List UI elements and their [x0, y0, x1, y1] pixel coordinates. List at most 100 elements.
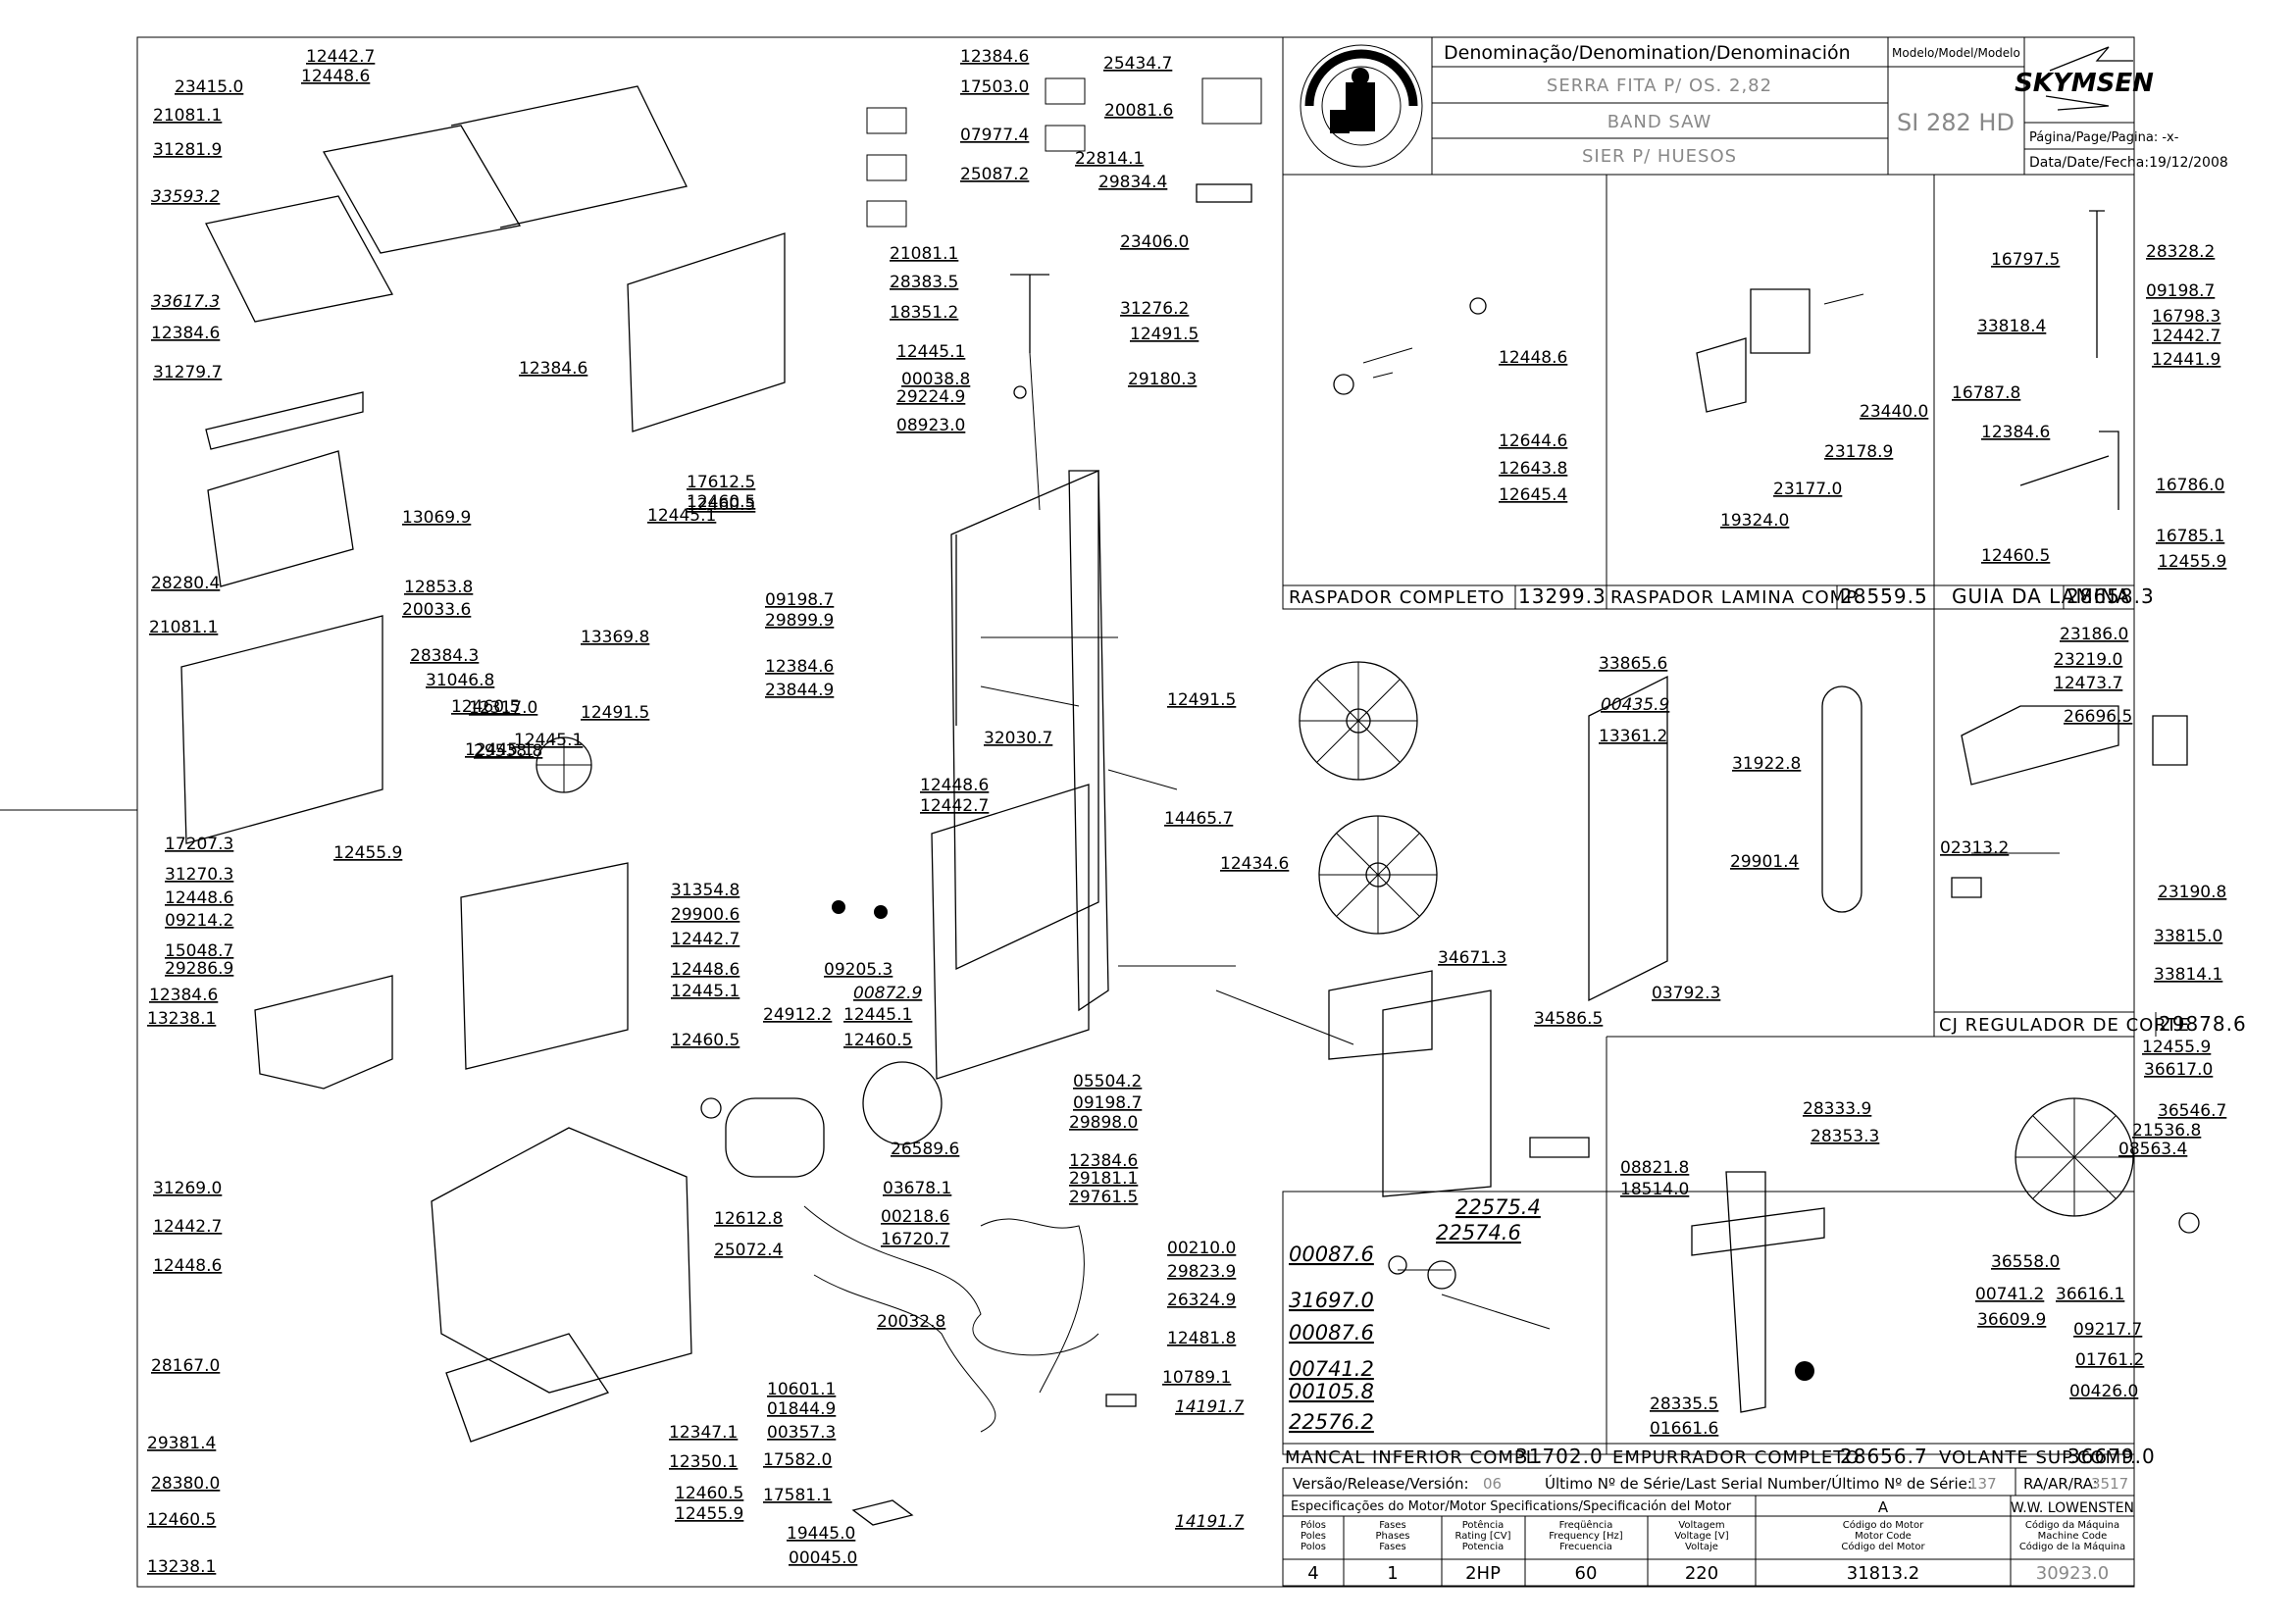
part-number-label: 09217.7	[2073, 1320, 2142, 1340]
part-number-label: 16786.0	[2156, 476, 2224, 495]
part-number-label: 23177.0	[1773, 480, 1842, 499]
machine-name-pt: SERRA FITA P/ OS. 2,82	[1547, 76, 1772, 96]
part-number-label: 31276.2	[1120, 299, 1189, 319]
subassembly-title-volante: VOLANTE SUP.COMP.	[1939, 1447, 2137, 1468]
drive-belt	[862, 1061, 943, 1145]
part-number-label: 00741.2	[1975, 1285, 2044, 1304]
part-number-label: 12455.9	[2158, 552, 2226, 572]
part-number-label: 20032.8	[877, 1312, 945, 1332]
spec-column-header: Código de la Máquina	[2019, 1541, 2125, 1552]
subassembly-title-empurrador: EMPURRADOR COMPLETO	[1612, 1447, 1860, 1468]
part-number-label: 01761.2	[2075, 1350, 2144, 1370]
part-number-label: 16798.3	[2152, 307, 2220, 327]
version-value: 06	[1483, 1475, 1502, 1493]
part-number-label: 23178.9	[1824, 442, 1893, 462]
part-number-label: 12491.5	[581, 703, 649, 723]
spec-column-header: Fases	[1379, 1542, 1406, 1552]
part-number-label: 12460.5	[843, 1031, 912, 1050]
page-label: Página/Page/Pagina: -x-	[2029, 130, 2179, 145]
subassembly-code-raspador-lamina: 28559.5	[1840, 584, 1928, 608]
spec-column-value: 31813.2	[1847, 1563, 1919, 1584]
part-number-label: 24912.2	[763, 1005, 832, 1025]
part-number-label: 09198.7	[1073, 1093, 1142, 1113]
part-number-label: 00357.3	[767, 1423, 836, 1443]
part-number-label: 29286.9	[165, 959, 233, 979]
sheet-frame	[136, 36, 2135, 1588]
spec-column-value: 220	[1685, 1563, 1718, 1584]
part-number-label: 21536.8	[2132, 1121, 2201, 1141]
brand-name: SKYMSEN	[2015, 69, 2154, 98]
part-number-label: 23844.9	[765, 681, 834, 700]
spec-column-header: Freqüência	[1559, 1519, 1613, 1531]
subassembly-title-mancal: MANCAL INFERIOR COMPL.	[1285, 1447, 1544, 1468]
subassembly-code-empurrador: 28656.7	[1840, 1445, 1928, 1468]
part-number-label: 12445.1	[671, 982, 740, 1001]
part-number-label: 29898.0	[1069, 1113, 1138, 1133]
part-number-label: 12491.5	[1130, 325, 1199, 344]
part-number-label: 07977.4	[960, 126, 1029, 145]
part-number-label: 29834.4	[1098, 173, 1167, 192]
part-number-label: 12448.6	[1499, 348, 1567, 368]
spec-column-header: Machine Code	[2038, 1531, 2108, 1542]
part-number-label: 15048.7	[165, 941, 233, 961]
part-number-label: 14191.7	[1175, 1512, 1244, 1532]
part-number-label: 36616.1	[2056, 1285, 2124, 1304]
part-number-label: 12644.6	[1499, 431, 1567, 451]
spec-column-header: Voltaje	[1685, 1542, 1718, 1552]
part-number-label: 12441.9	[2152, 350, 2220, 370]
saw-blade	[1821, 685, 1862, 913]
part-number-label: 28280.4	[151, 574, 220, 593]
part-number-label: 21081.1	[149, 618, 218, 637]
part-number-label: 10789.1	[1162, 1368, 1231, 1388]
part-number-label: 10601.1	[767, 1380, 836, 1399]
part-number-label: 33814.1	[2154, 965, 2222, 985]
part-number-label: 12448.6	[920, 776, 989, 795]
part-number-label: 12442.7	[153, 1217, 222, 1237]
spec-column-value: 4	[1307, 1563, 1318, 1584]
part-number-label: 12460.5	[451, 697, 520, 717]
part-number-label: 29761.5	[1069, 1188, 1138, 1207]
part-number-label: 25087.2	[960, 165, 1029, 184]
part-number-label: 12384.6	[960, 47, 1029, 67]
part-number-label: 18351.2	[890, 303, 958, 323]
part-number-label: 00426.0	[2069, 1382, 2138, 1401]
ra-value: 3517	[2091, 1475, 2128, 1493]
part-number-label: 12445.1	[514, 731, 583, 750]
part-number-label: 23440.0	[1860, 402, 1928, 422]
subassembly-title-raspador: RASPADOR COMPLETO	[1289, 587, 1505, 608]
part-number-label: 29180.3	[1128, 370, 1197, 389]
motor-spec-label: Especificações do Motor/Motor Specificat…	[1291, 1499, 1732, 1514]
spec-column-header: Código da Máquina	[2025, 1519, 2119, 1531]
serial-value: 137	[1968, 1475, 1997, 1493]
part-number-label: 00872.9	[853, 984, 922, 1003]
part-number-label: 13238.1	[147, 1009, 216, 1029]
part-number-label: 12384.6	[519, 359, 587, 379]
part-number-label: 28380.0	[151, 1474, 220, 1494]
subassembly-code-volante: 36679.0	[2067, 1445, 2156, 1468]
part-number-label: 19324.0	[1720, 511, 1789, 531]
part-number-label: 13369.8	[581, 628, 649, 647]
part-number-label: 09198.7	[2146, 281, 2215, 301]
part-number-label: 00218.6	[881, 1207, 949, 1227]
spec-column-header: Frequency [Hz]	[1549, 1531, 1623, 1542]
company-name: W.W. LOWENSTEN	[2011, 1500, 2134, 1516]
spec-column-value: 2HP	[1465, 1563, 1501, 1584]
part-labels: 12442.712448.623415.021081.131281.933593…	[147, 47, 2226, 1577]
part-number-label: 13361.2	[1599, 727, 1667, 746]
part-number-label: 23190.8	[2158, 883, 2226, 902]
part-number-label: 29538.8	[474, 741, 542, 761]
part-number-label: 31269.0	[153, 1179, 222, 1198]
part-number-label: 01844.9	[767, 1399, 836, 1419]
part-number-label: 16785.1	[2156, 527, 2224, 546]
part-number-label: 31354.8	[671, 881, 740, 900]
part-number-label: 00038.8	[901, 370, 970, 389]
part-number-label: 31922.8	[1732, 754, 1801, 774]
part-number-label: 12347.1	[669, 1423, 738, 1443]
subassembly-grid	[1282, 174, 2157, 1455]
part-number-label: 00045.0	[789, 1548, 857, 1568]
part-number-label: 28335.5	[1650, 1395, 1718, 1414]
part-number-label: 18514.0	[1620, 1180, 1689, 1199]
machine-name-en: BAND SAW	[1607, 112, 1712, 132]
part-number-label: 23415.0	[175, 77, 243, 97]
part-number-label: 12317.0	[469, 698, 537, 718]
